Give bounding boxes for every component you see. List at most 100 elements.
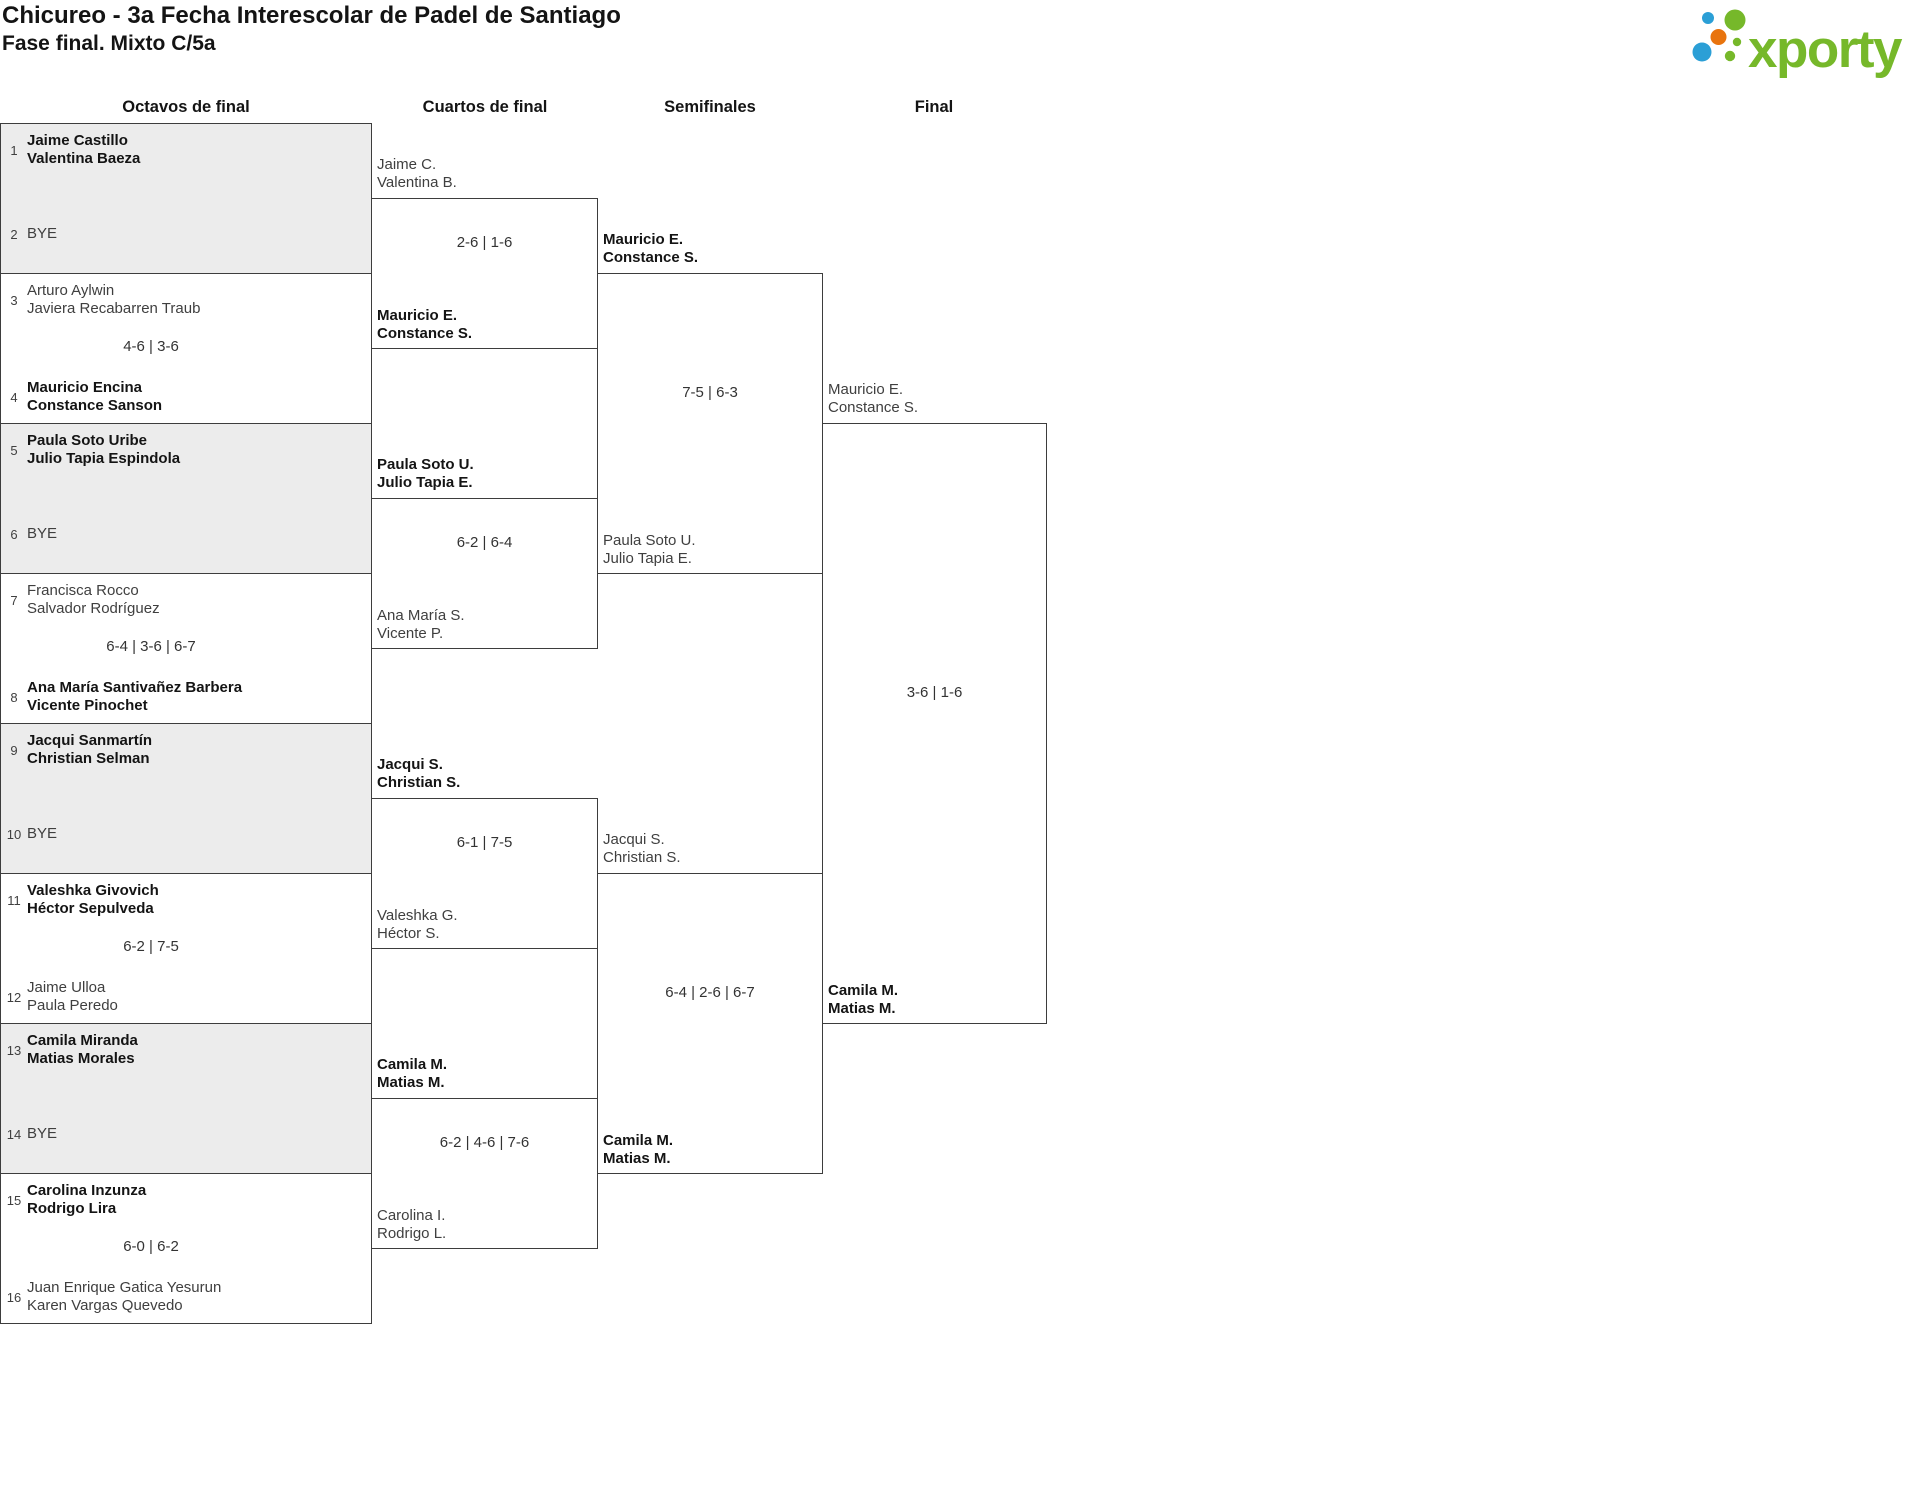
team-names: Francisca Rocco Salvador Rodríguez (27, 582, 371, 618)
sf-team-label: Camila M. Matias M. (603, 1132, 818, 1168)
team-player: Paula Peredo (27, 997, 118, 1014)
round-header-final: Final (914, 98, 954, 116)
team-player: Jaime Ulloa (27, 979, 106, 996)
sf-team-label: Jacqui S. Christian S. (603, 831, 818, 867)
team-player: Camila M. (603, 1132, 674, 1149)
team-player: Christian Selman (27, 750, 150, 767)
seed-number: 5 (10, 442, 18, 458)
qf-team-label: Mauricio E. Constance S. (377, 307, 592, 343)
seed-number: 14 (6, 1126, 22, 1142)
logo-dot-green-small (1724, 50, 1736, 62)
final-match-box (822, 423, 1047, 1024)
round-header-octavos: Octavos de final (122, 98, 250, 116)
team-player: Julio Tapia E. (603, 550, 692, 567)
team-player: Jacqui Sanmartín (27, 732, 153, 749)
team-player: Ana María Santivañez Barbera (27, 679, 243, 696)
seed-number: 13 (6, 1042, 22, 1058)
r16-entry-bye: 2 BYE (1, 225, 371, 243)
seed-number: 6 (10, 526, 18, 542)
page-subtitle: Fase final. Mixto C/5a (2, 32, 216, 55)
match-score: 6-4 | 2-6 | 6-7 (665, 984, 755, 1001)
team-player: Constance S. (377, 325, 473, 342)
match-score: 6-4 | 3-6 | 6-7 (106, 638, 196, 655)
team-player: Ana María S. (377, 607, 465, 624)
team-names: BYE (27, 225, 371, 243)
team-player: Matias Morales (27, 1050, 135, 1067)
team-player: Camila M. (828, 982, 899, 999)
seed-number: 9 (10, 742, 18, 758)
team-player: Vicente P. (377, 625, 444, 642)
team-player: Valeshka Givovich (27, 882, 159, 899)
r16-entry: 9 Jacqui Sanmartín Christian Selman (1, 732, 371, 768)
bye-label: BYE (27, 225, 58, 242)
qf-team-label: Carolina I. Rodrigo L. (377, 1207, 592, 1243)
r16-entry: 11 Valeshka Givovich Héctor Sepulveda (1, 882, 371, 918)
team-player: Mauricio E. (603, 231, 684, 248)
r16-entry-bye: 6 BYE (1, 525, 371, 543)
r16-match-1: 1 Jaime Castillo Valentina Baeza 2 BYE (0, 123, 372, 274)
logo-dot-orange (1710, 29, 1727, 45)
team-player: Jacqui S. (377, 756, 443, 773)
seed-number: 8 (10, 689, 18, 705)
team-player: Camila Miranda (27, 1032, 138, 1049)
team-player: Valentina B. (377, 174, 457, 191)
team-player: Mauricio Encina (27, 379, 143, 396)
team-names: Mauricio Encina Constance Sanson (27, 379, 371, 415)
team-player: Matias M. (603, 1150, 671, 1167)
sf-team-label: Mauricio E. Constance S. (603, 231, 818, 267)
seed-number: 16 (6, 1289, 22, 1305)
xporty-logo-text: xporty (1748, 20, 1903, 78)
round-header-cuartos: Cuartos de final (422, 98, 548, 116)
team-player: Constance S. (828, 399, 919, 416)
team-player: Matias M. (828, 1000, 896, 1017)
team-player: Carolina Inzunza (27, 1182, 147, 1199)
seed-number: 4 (10, 389, 18, 405)
r16-match-6: 11 Valeshka Givovich Héctor Sepulveda 6-… (0, 873, 372, 1024)
team-player: Juan Enrique Gatica Yesurun (27, 1279, 222, 1296)
seed-number: 10 (6, 826, 22, 842)
team-names: Carolina Inzunza Rodrigo Lira (27, 1182, 371, 1218)
match-score: 6-2 | 7-5 (123, 938, 179, 955)
team-player: Karen Vargas Quevedo (27, 1297, 183, 1314)
team-player: Carolina I. (377, 1207, 446, 1224)
team-player: Paula Soto Uribe (27, 432, 148, 449)
r16-entry-bye: 10 BYE (1, 825, 371, 843)
bye-label: BYE (27, 1125, 58, 1142)
team-player: Mauricio E. (377, 307, 458, 324)
bye-label: BYE (27, 525, 58, 542)
team-player: Valentina Baeza (27, 150, 141, 167)
team-player: Héctor S. (377, 925, 440, 942)
team-names: Jaime Castillo Valentina Baeza (27, 132, 371, 168)
match-score: 4-6 | 3-6 (123, 338, 179, 355)
qf-team-label: Ana María S. Vicente P. (377, 607, 592, 643)
team-player: Christian S. (377, 774, 461, 791)
r16-entry: 3 Arturo Aylwin Javiera Recabarren Traub (1, 282, 371, 318)
r16-entry: 7 Francisca Rocco Salvador Rodríguez (1, 582, 371, 618)
match-score: 6-2 | 4-6 | 7-6 (439, 1134, 530, 1151)
final-team-label: Camila M. Matias M. (828, 982, 1043, 1018)
logo-dot-green-tiny (1732, 37, 1742, 47)
r16-match-8: 15 Carolina Inzunza Rodrigo Lira 6-0 | 6… (0, 1173, 372, 1324)
sf-match-box-1 (597, 273, 823, 574)
r16-entry: 12 Jaime Ulloa Paula Peredo (1, 979, 371, 1015)
qf-team-label: Jacqui S. Christian S. (377, 756, 592, 792)
team-names: Paula Soto Uribe Julio Tapia Espindola (27, 432, 371, 468)
team-player: Francisca Rocco (27, 582, 139, 599)
match-score: 2-6 | 1-6 (456, 234, 513, 251)
team-player: Constance S. (603, 249, 699, 266)
match-score: 6-0 | 6-2 (123, 1238, 179, 1255)
sf-team-label: Paula Soto U. Julio Tapia E. (603, 532, 818, 568)
final-team-label: Mauricio E. Constance S. (828, 381, 1043, 417)
r16-entry: 1 Jaime Castillo Valentina Baeza (1, 132, 371, 168)
team-player: Héctor Sepulveda (27, 900, 154, 917)
team-player: Julio Tapia Espindola (27, 450, 181, 467)
team-player: Constance Sanson (27, 397, 163, 414)
team-player: Mauricio E. (828, 381, 904, 398)
team-names: Arturo Aylwin Javiera Recabarren Traub (27, 282, 371, 318)
team-player: Jaime C. (377, 156, 437, 173)
match-score: 7-5 | 6-3 (682, 384, 738, 401)
team-names: Juan Enrique Gatica Yesurun Karen Vargas… (27, 1279, 371, 1315)
xporty-logo: xporty (1692, 9, 1905, 78)
team-player: Arturo Aylwin (27, 282, 115, 299)
